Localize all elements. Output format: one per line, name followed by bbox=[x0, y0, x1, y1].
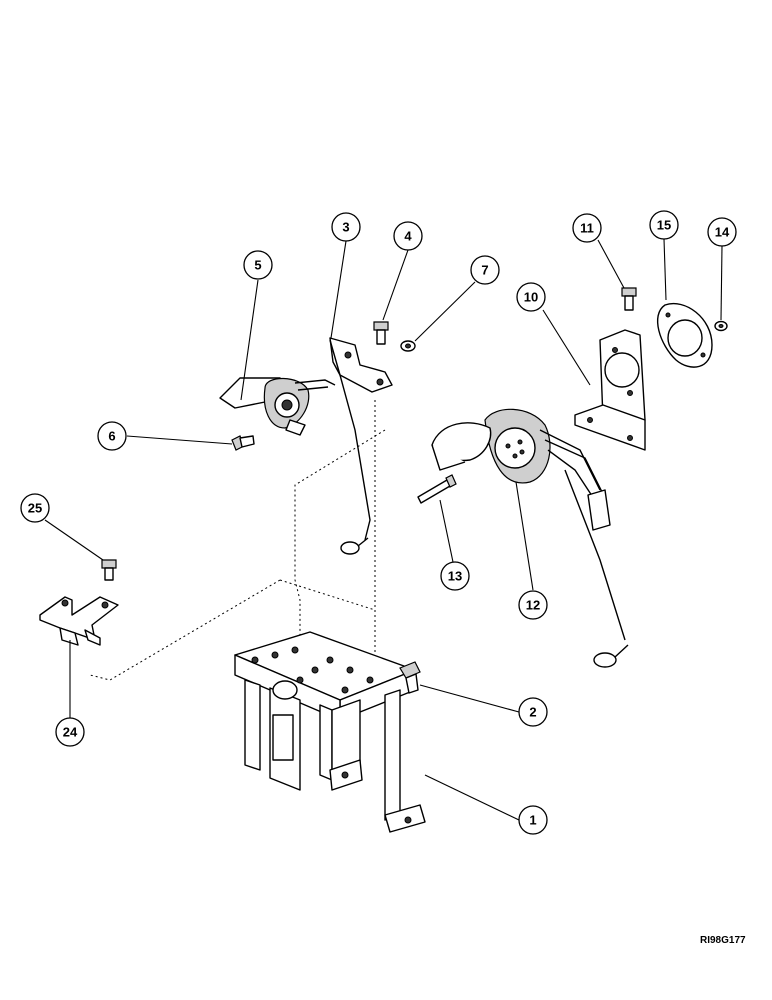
callout-4-label: 4 bbox=[404, 229, 412, 244]
callout-2-label: 2 bbox=[529, 705, 536, 720]
nut-part-14 bbox=[714, 320, 728, 332]
clip-part-24 bbox=[39, 596, 119, 646]
callout-15: 15 bbox=[649, 210, 679, 240]
callout-7-label: 7 bbox=[481, 263, 488, 278]
ground-bracket-part-3 bbox=[329, 337, 393, 555]
callout-13: 13 bbox=[440, 561, 470, 591]
callout-10-label: 10 bbox=[524, 290, 538, 305]
leader-lines bbox=[44, 238, 723, 821]
callout-11: 11 bbox=[572, 213, 602, 243]
callout-1-label: 1 bbox=[529, 813, 536, 828]
callout-24-label: 24 bbox=[63, 725, 78, 740]
callout-15-label: 15 bbox=[657, 218, 671, 233]
callout-12: 12 bbox=[518, 590, 548, 620]
screw-part-11 bbox=[621, 287, 637, 311]
gasket-part-15 bbox=[656, 302, 713, 368]
callout-25-label: 25 bbox=[28, 501, 42, 516]
callout-14: 14 bbox=[707, 217, 737, 247]
socket-part-12 bbox=[431, 408, 629, 668]
screw-part-25 bbox=[101, 559, 117, 581]
socket-bracket-part-10 bbox=[574, 329, 646, 451]
callout-13-label: 13 bbox=[448, 569, 462, 584]
nut-part-7 bbox=[400, 340, 416, 352]
callout-12-label: 12 bbox=[526, 598, 540, 613]
callout-14-label: 14 bbox=[715, 225, 730, 240]
socket-part-5 bbox=[219, 377, 336, 436]
screw-part-6 bbox=[231, 435, 255, 451]
callout-1: 1 bbox=[518, 805, 548, 835]
callout-7: 7 bbox=[470, 255, 500, 285]
mounting-bracket-part-1 bbox=[234, 631, 426, 833]
screw-part-4 bbox=[373, 321, 389, 345]
callout-3-label: 3 bbox=[342, 220, 349, 235]
callout-2: 2 bbox=[518, 697, 548, 727]
callout-10: 10 bbox=[516, 282, 546, 312]
callout-24: 24 bbox=[55, 717, 85, 747]
callout-5-label: 5 bbox=[254, 258, 261, 273]
callout-4: 4 bbox=[393, 221, 423, 251]
assembly-guide-lines bbox=[89, 400, 386, 681]
callout-6: 6 bbox=[97, 421, 127, 451]
callout-25: 25 bbox=[20, 493, 50, 523]
callout-11-label: 11 bbox=[580, 221, 594, 236]
bolt-part-2 bbox=[399, 661, 421, 694]
drawing-reference-number: RI98G177 bbox=[700, 935, 746, 946]
callout-6-label: 6 bbox=[108, 429, 115, 444]
bolt-part-13 bbox=[417, 474, 457, 504]
callout-5: 5 bbox=[243, 250, 273, 280]
callout-3: 3 bbox=[331, 212, 361, 242]
